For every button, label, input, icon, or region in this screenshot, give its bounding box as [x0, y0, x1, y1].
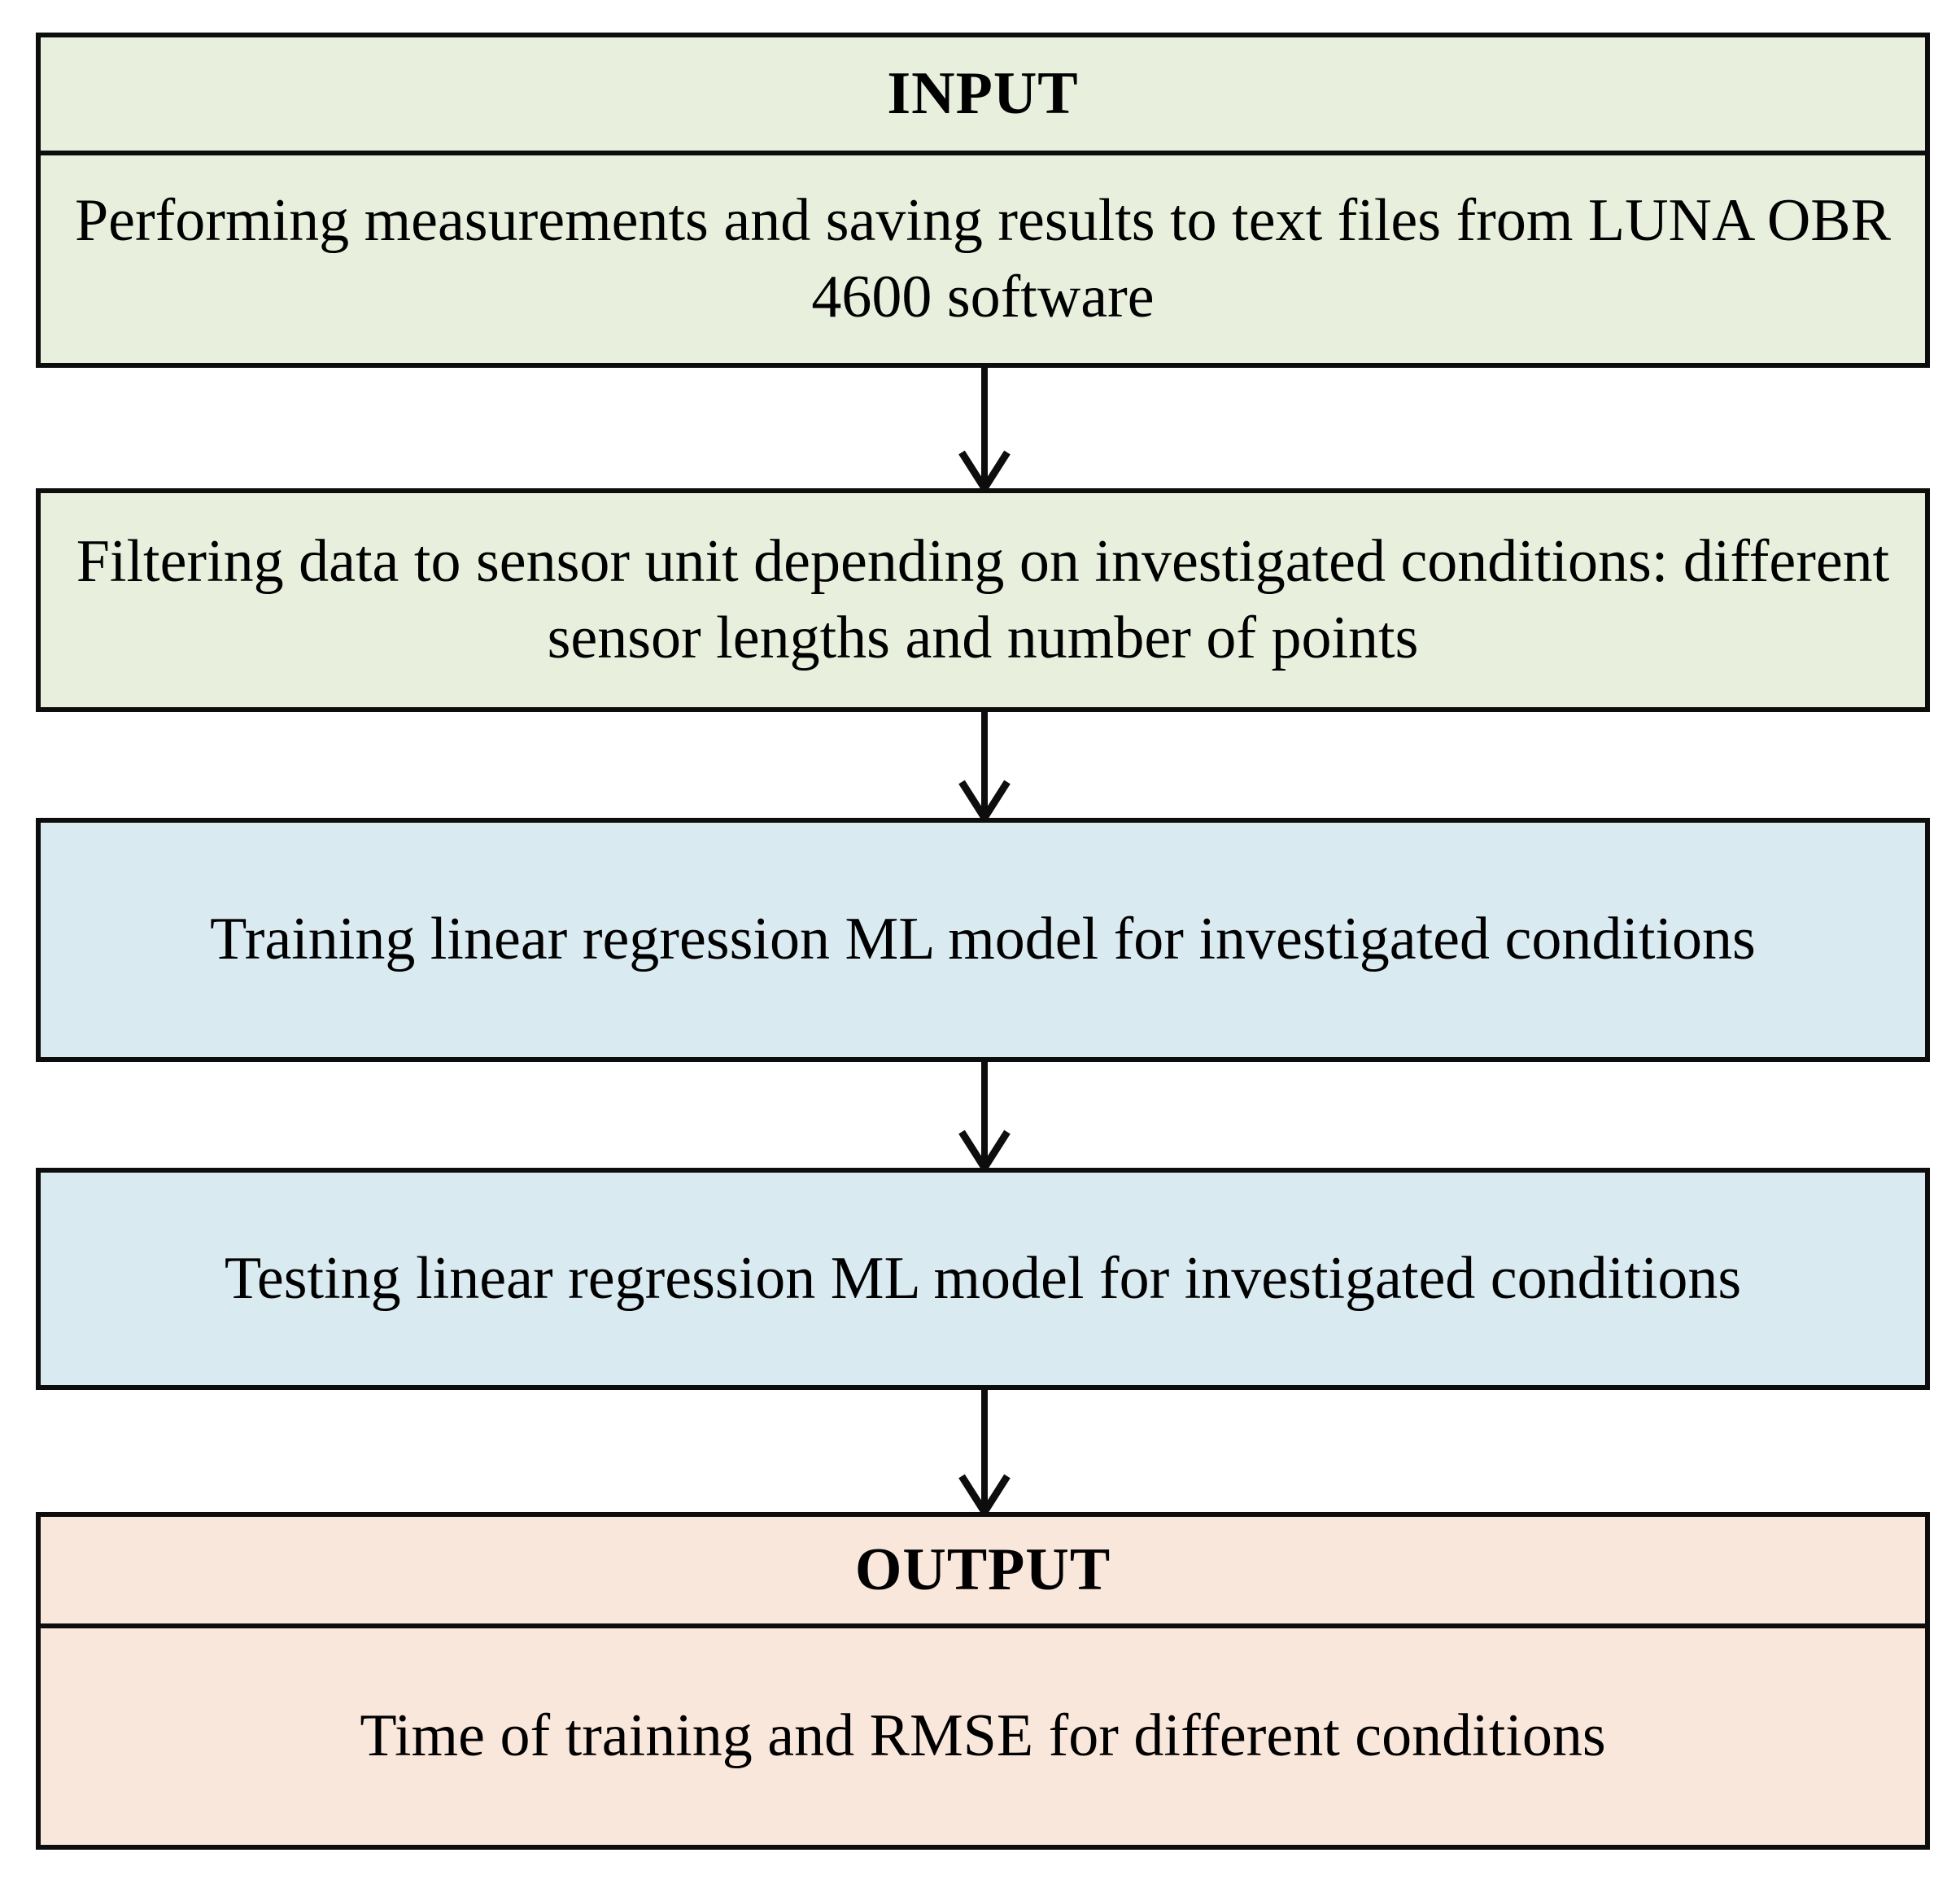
flow-node-training[interactable]: Training linear regression ML model for … [36, 818, 1930, 1062]
flow-edge-training-to-testing [958, 1062, 1011, 1175]
flow-node-testing[interactable]: Testing linear regression ML model for i… [36, 1168, 1930, 1390]
flow-node-testing-body: Testing linear regression ML model for i… [41, 1173, 1925, 1385]
flow-node-testing-body-text: Testing linear regression ML model for i… [224, 1244, 1742, 1312]
flow-edge-testing-to-output [958, 1390, 1011, 1519]
flow-node-filtering[interactable]: Filtering data to sensor unit depending … [36, 488, 1930, 712]
flow-node-filtering-body: Filtering data to sensor unit depending … [41, 493, 1925, 707]
flow-node-input[interactable]: INPUT Performing measurements and saving… [36, 33, 1930, 368]
flow-node-output-header: OUTPUT [41, 1517, 1925, 1628]
flow-node-filtering-body-text: Filtering data to sensor unit depending … [76, 528, 1890, 671]
flow-node-input-header: INPUT [41, 37, 1925, 155]
flow-edge-filtering-to-training [958, 712, 1011, 825]
flow-node-training-body: Training linear regression ML model for … [41, 823, 1925, 1057]
flow-node-output-body: Time of training and RMSE for different … [41, 1628, 1925, 1845]
flow-node-training-body-text: Training linear regression ML model for … [210, 906, 1756, 973]
flow-node-input-title: INPUT [887, 59, 1079, 127]
flow-node-output-title: OUTPUT [854, 1536, 1111, 1603]
flow-node-input-body-text: Performing measurements and saving resul… [75, 187, 1891, 330]
flow-edge-input-to-filtering [958, 368, 1011, 496]
flow-node-input-body: Performing measurements and saving resul… [41, 155, 1925, 363]
flow-node-output[interactable]: OUTPUT Time of training and RMSE for dif… [36, 1512, 1930, 1850]
flow-node-output-body-text: Time of training and RMSE for different … [360, 1702, 1606, 1770]
